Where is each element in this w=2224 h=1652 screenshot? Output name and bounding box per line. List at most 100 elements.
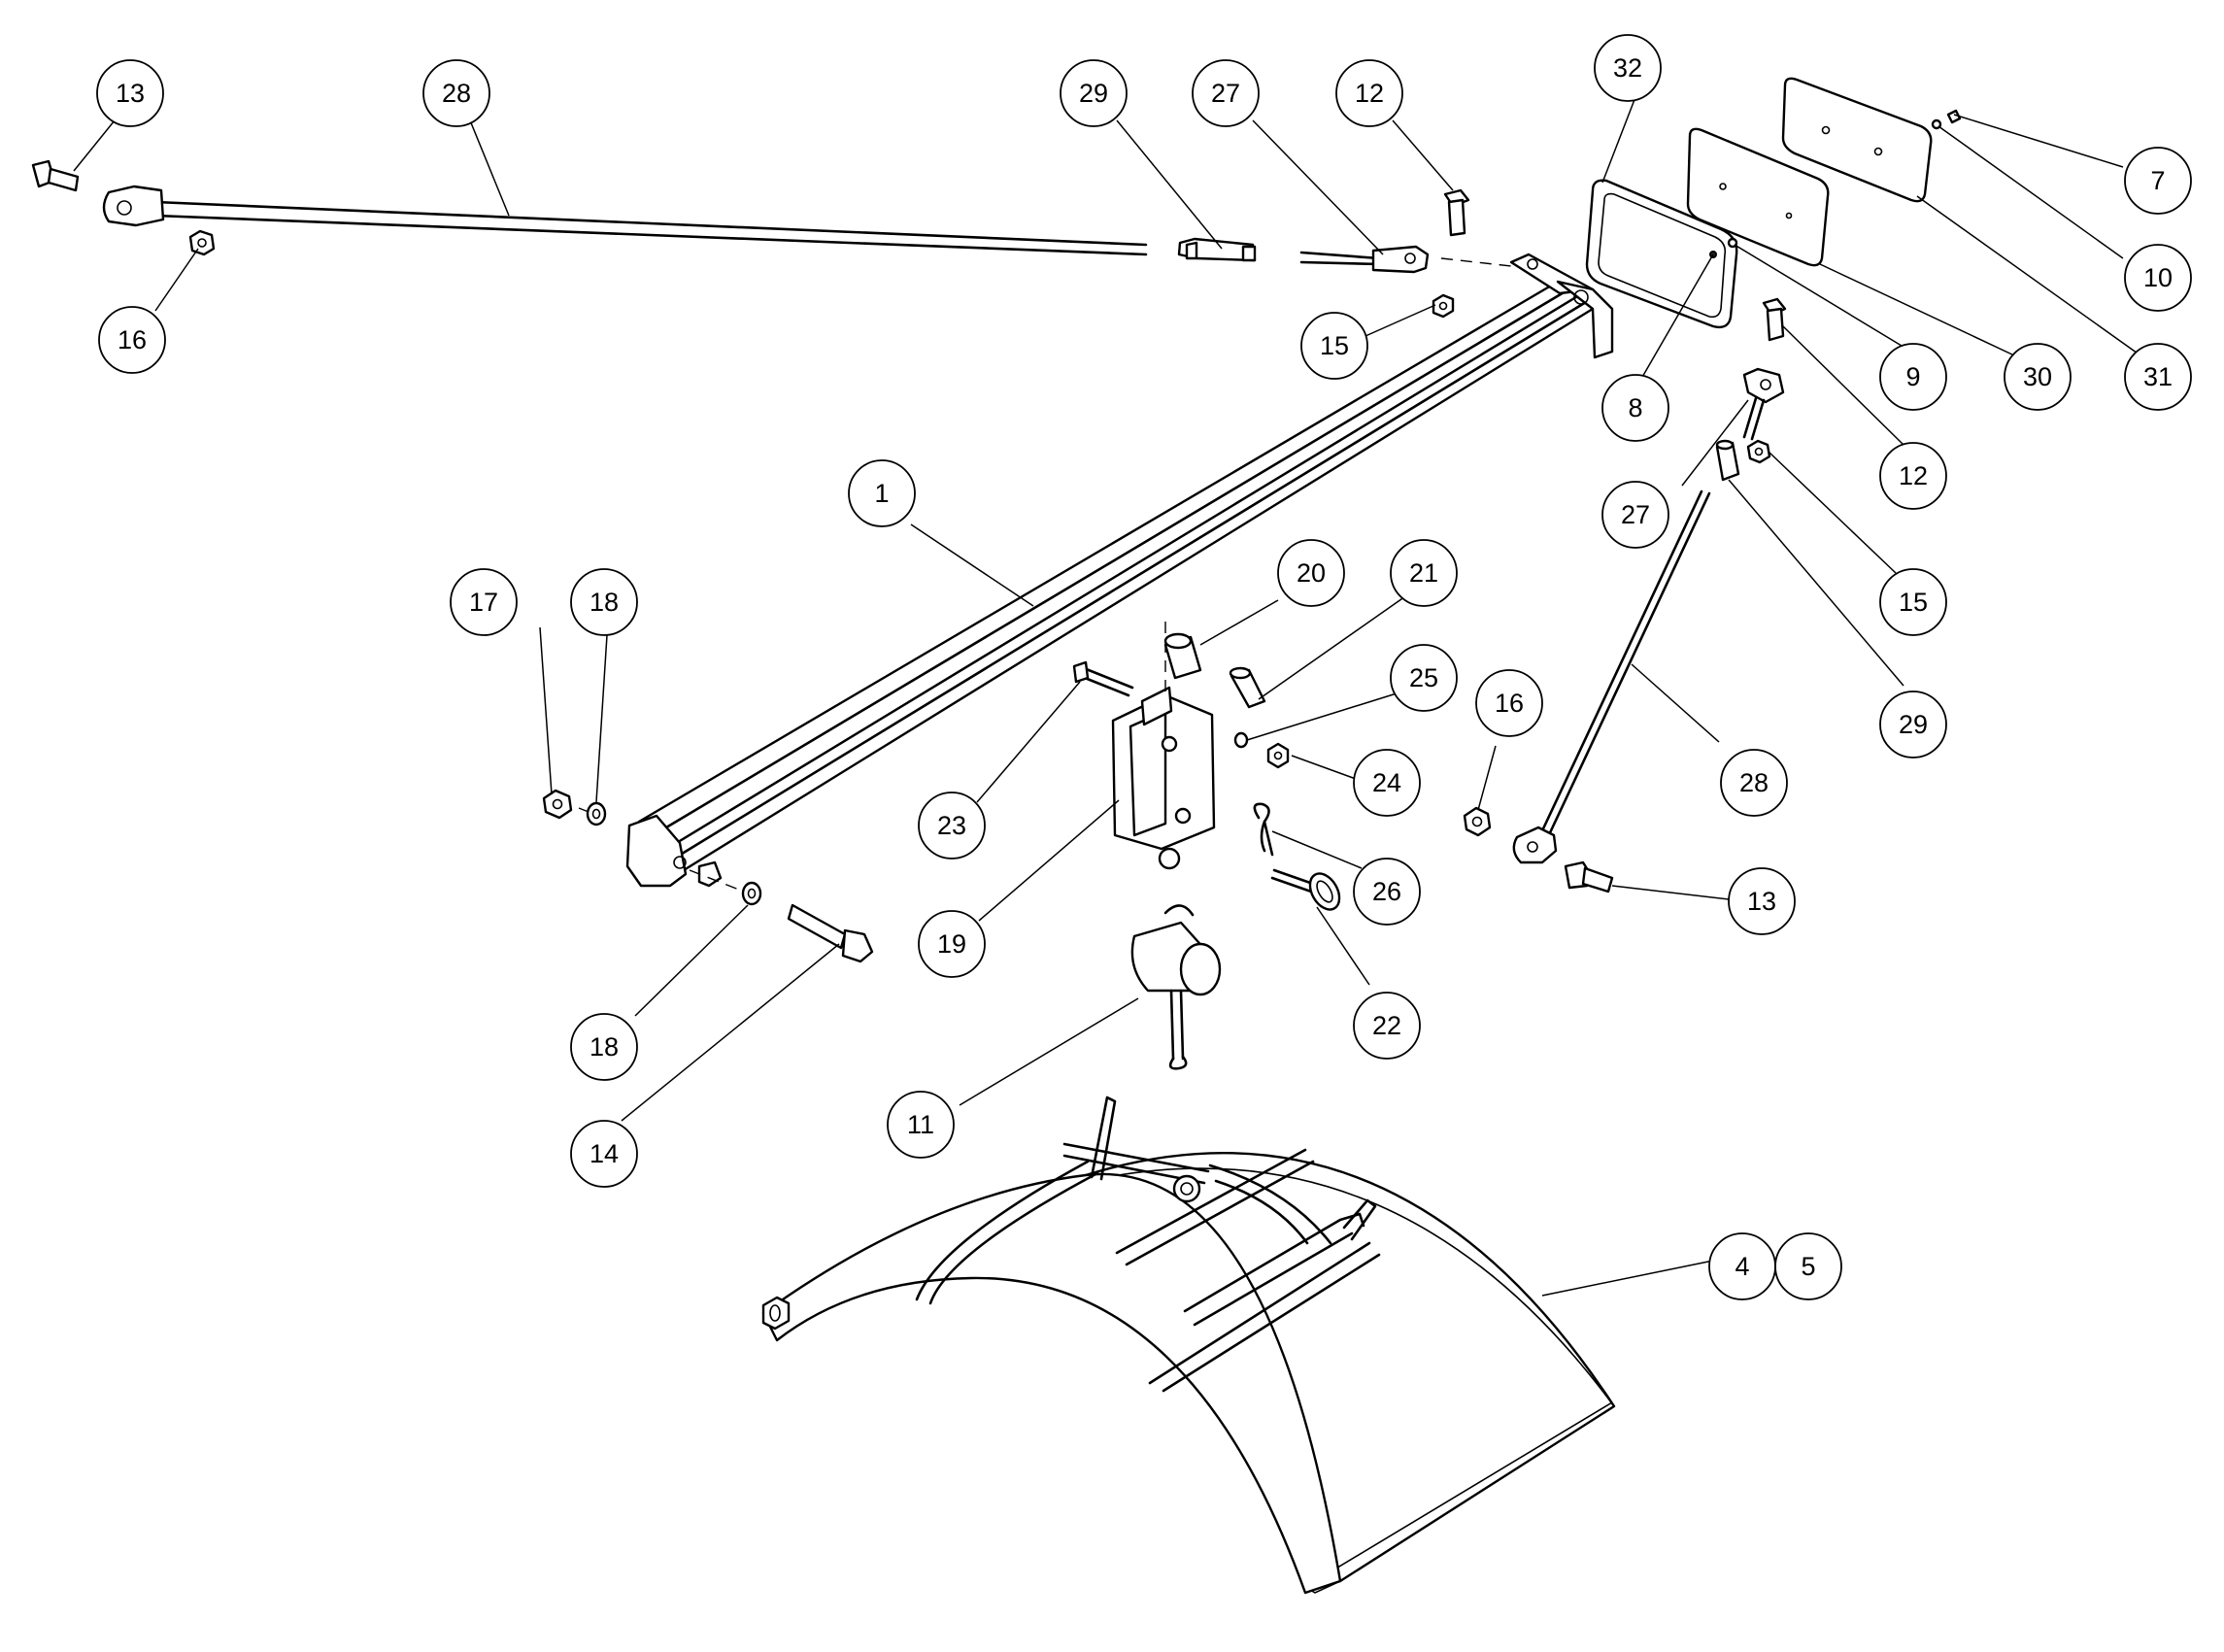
callout-18-top: 18: [570, 568, 638, 636]
svg-text:28: 28: [442, 79, 471, 108]
nut-left: [542, 789, 573, 820]
callout-15-top: 15: [1300, 312, 1368, 380]
callout-29-top: 29: [1060, 59, 1128, 127]
svg-text:19: 19: [937, 929, 966, 959]
nut-top-left: [188, 229, 216, 256]
spacer-20: [1163, 632, 1202, 680]
tie-rod-right: [1512, 489, 1711, 864]
nut-right-15: [1746, 439, 1771, 464]
lamp-housing-32: [1585, 179, 1738, 329]
svg-text:24: 24: [1372, 768, 1401, 797]
svg-text:13: 13: [116, 79, 145, 108]
svg-text:9: 9: [1905, 362, 1920, 391]
rod-end-right: [1742, 367, 1785, 441]
callout-16-right: 16: [1475, 669, 1543, 737]
turnbuckle-top: [1177, 237, 1257, 262]
svg-text:11: 11: [907, 1110, 934, 1139]
callout-22: 22: [1353, 992, 1421, 1060]
callout-12-top: 12: [1335, 59, 1403, 127]
pin-22: [1270, 868, 1341, 911]
bolt-right-12: [1762, 297, 1787, 342]
plate-30: [1686, 127, 1830, 267]
svg-text:31: 31: [2143, 362, 2173, 391]
svg-text:27: 27: [1211, 79, 1240, 108]
svg-text:32: 32: [1613, 53, 1642, 83]
svg-text:22: 22: [1372, 1011, 1401, 1040]
svg-text:20: 20: [1297, 558, 1326, 588]
callout-19: 19: [918, 910, 986, 978]
callout-7: 7: [2124, 147, 2192, 215]
svg-text:30: 30: [2023, 362, 2052, 391]
bolt-left-14: [787, 903, 874, 963]
washer-left-top: [586, 801, 607, 826]
mount-bracket: [1111, 686, 1216, 870]
svg-text:18: 18: [590, 588, 619, 617]
svg-text:8: 8: [1628, 393, 1642, 422]
callout-23: 23: [918, 792, 986, 860]
svg-text:16: 16: [1495, 689, 1524, 718]
svg-text:1: 1: [874, 479, 889, 508]
nut-24: [1266, 742, 1290, 769]
callout-30: 30: [2004, 343, 2072, 411]
callout-28-top: 28: [422, 59, 490, 127]
screw-7: [1946, 109, 1962, 124]
callout-27-top: 27: [1192, 59, 1260, 127]
svg-text:15: 15: [1320, 331, 1349, 360]
rod-end-top: [1299, 245, 1430, 274]
bolt-top-center: [1443, 188, 1470, 237]
callout-17: 17: [450, 568, 518, 636]
svg-text:12: 12: [1355, 79, 1384, 108]
svg-text:13: 13: [1747, 887, 1776, 916]
callout-13-top-left: 13: [96, 59, 164, 127]
svg-text:17: 17: [469, 588, 498, 617]
washer-left-bottom: [741, 881, 762, 906]
turnbuckle-right: [1715, 439, 1740, 482]
svg-text:4: 4: [1735, 1252, 1749, 1281]
callout-18-bottom: 18: [570, 1013, 638, 1081]
callout-29-right: 29: [1879, 691, 1947, 759]
callout-20: 20: [1277, 539, 1345, 607]
callout-4: 4: [1708, 1232, 1776, 1300]
svg-text:16: 16: [118, 325, 147, 354]
callout-31: 31: [2124, 343, 2192, 411]
bolt-top-left: [31, 159, 80, 192]
svg-text:15: 15: [1899, 588, 1928, 617]
svg-text:29: 29: [1899, 710, 1928, 739]
svg-text:26: 26: [1372, 877, 1401, 906]
leader-lines: [73, 96, 2141, 1297]
callout-26: 26: [1353, 858, 1421, 926]
washer-25: [1233, 731, 1249, 749]
plate-31: [1781, 77, 1933, 203]
callout-15-right: 15: [1879, 568, 1947, 636]
main-beam: [625, 253, 1614, 888]
callout-8: 8: [1601, 374, 1669, 442]
callout-1: 1: [848, 459, 916, 527]
callout-5: 5: [1774, 1232, 1842, 1300]
assembly-lines: [578, 257, 1512, 893]
svg-text:27: 27: [1621, 500, 1650, 529]
svg-text:23: 23: [937, 811, 966, 840]
fender: [761, 1096, 1616, 1595]
callout-16-top: 16: [98, 306, 166, 374]
svg-text:25: 25: [1409, 663, 1438, 692]
callout-9: 9: [1879, 343, 1947, 411]
nut-right-16: [1463, 806, 1492, 837]
hair-clip-26: [1253, 802, 1274, 857]
callout-32: 32: [1594, 34, 1662, 102]
svg-text:18: 18: [590, 1032, 619, 1062]
callout-13-right: 13: [1728, 867, 1796, 935]
callout-28-right: 28: [1720, 749, 1788, 817]
svg-text:21: 21: [1409, 558, 1438, 588]
svg-text:14: 14: [590, 1139, 619, 1168]
callout-27-right: 27: [1601, 481, 1669, 549]
callout-14: 14: [570, 1120, 638, 1188]
svg-text:10: 10: [2143, 263, 2173, 292]
callout-24: 24: [1353, 749, 1421, 817]
pin-23: [1072, 660, 1134, 697]
svg-text:7: 7: [2150, 166, 2165, 195]
tie-rod-top: [102, 185, 1148, 256]
spacer-21: [1229, 666, 1266, 709]
svg-text:29: 29: [1079, 79, 1108, 108]
